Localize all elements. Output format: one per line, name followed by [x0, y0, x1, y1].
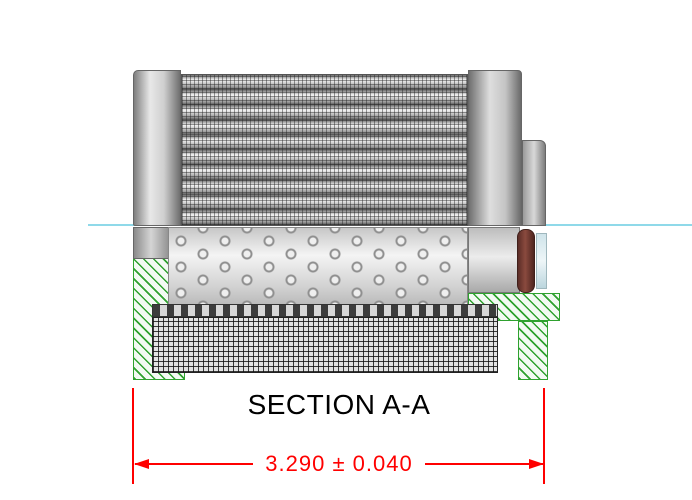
section-label: SECTION A-A: [247, 389, 431, 420]
outlet-fitting-top: [522, 140, 546, 226]
outlet-fitting-lower: [468, 227, 520, 293]
dimension-line-left: [135, 463, 253, 465]
extension-line-right: [543, 388, 545, 484]
perforated-core-tube: [168, 227, 468, 307]
right-end-cap: [468, 70, 522, 226]
dimension-text: 3.290 ± 0.040: [265, 451, 413, 476]
dimension-arrow-left: [134, 459, 149, 469]
oring-seal: [517, 229, 535, 293]
left-end-cap: [133, 70, 181, 226]
spiral-wrap-strip: [152, 304, 498, 317]
seal-gland: [536, 233, 547, 289]
dimension-line-right: [425, 463, 543, 465]
wire-mesh-wrap: [152, 317, 498, 373]
extension-line-left: [132, 388, 134, 484]
pleated-filter-media: [181, 74, 468, 226]
dimension-arrow-right: [529, 459, 544, 469]
left-end-cap-lower: [133, 227, 169, 259]
section-hatch-right-flange: [518, 321, 548, 380]
